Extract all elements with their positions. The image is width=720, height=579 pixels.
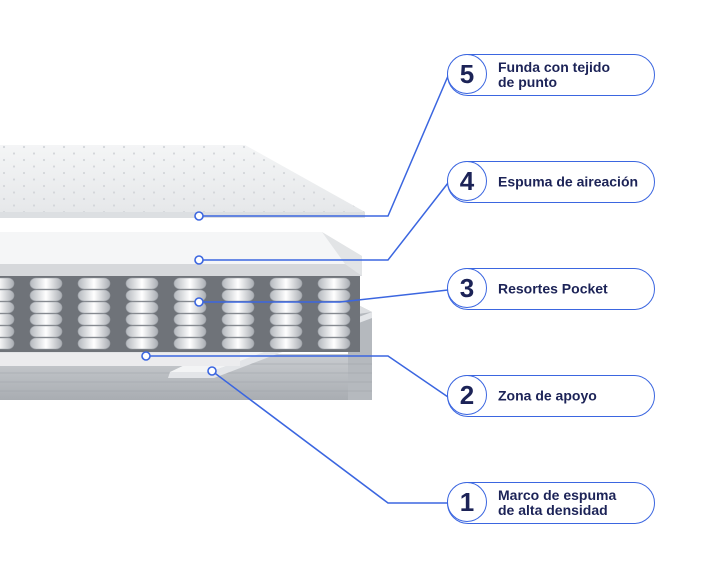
callout-label-2: Zona de apoyo	[498, 387, 597, 404]
leader-line-2	[146, 355, 449, 398]
leader-line-1	[211, 370, 448, 504]
anchor-dot-3	[194, 297, 204, 307]
leader-lines	[146, 75, 449, 504]
callout-5-cover: 5 Funda con tejido de punto	[447, 54, 655, 96]
callout-number-5: 5	[447, 54, 487, 94]
leader-line-3	[199, 289, 449, 303]
spring-coil	[221, 277, 255, 350]
anchor-dot-2	[141, 351, 151, 361]
spring-coil	[269, 277, 303, 350]
callout-number-4: 4	[447, 161, 487, 201]
callout-number-2: 2	[447, 375, 487, 415]
leader-line-4	[199, 182, 449, 261]
anchor-dot-5	[194, 211, 204, 221]
callout-4-aeration-foam: 4 Espuma de aireación	[447, 161, 655, 203]
anchor-dot-4	[194, 255, 204, 265]
spring-coil	[317, 277, 351, 350]
aeration-foam-layer	[0, 232, 362, 276]
callout-2-support-zone: 2 Zona de apoyo	[447, 375, 655, 417]
spring-coil	[173, 277, 207, 350]
callout-number-3: 3	[447, 268, 487, 308]
spring-coil	[29, 277, 63, 350]
callout-number-1: 1	[447, 482, 487, 522]
callout-3-pocket-springs: 3 Resortes Pocket	[447, 268, 655, 310]
spring-coil	[125, 277, 159, 350]
leader-line-5	[199, 75, 449, 217]
anchor-dot-1	[207, 366, 217, 376]
callout-label-4: Espuma de aireación	[498, 173, 639, 190]
callout-label-1: Marco de espuma de alta densidad	[498, 487, 617, 518]
spring-coil	[77, 277, 111, 350]
spring-coil	[0, 277, 15, 350]
pocket-springs-layer	[0, 276, 360, 352]
anchor-dots	[141, 211, 217, 376]
callout-label-3: Resortes Pocket	[498, 280, 608, 297]
callout-1-foam-frame: 1 Marco de espuma de alta densidad	[447, 482, 655, 524]
callout-label-5: Funda con tejido de punto	[498, 59, 610, 90]
support-zone-layer	[0, 351, 240, 366]
knitted-cover-layer	[0, 145, 365, 218]
